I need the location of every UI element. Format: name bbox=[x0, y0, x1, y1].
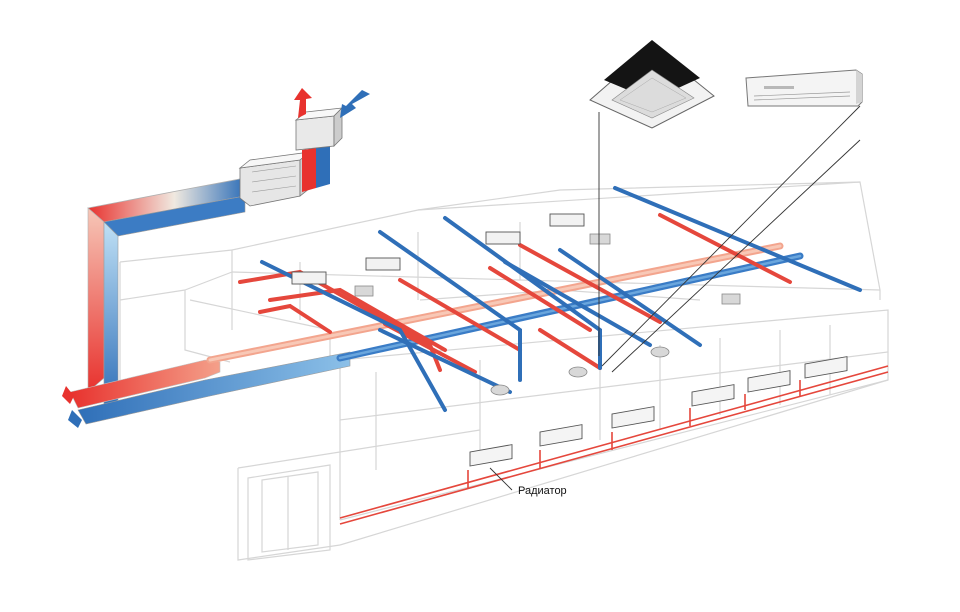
upper-radiators bbox=[291, 213, 585, 285]
exhaust-arrow-icon bbox=[294, 88, 312, 118]
diffuser-nozzle bbox=[490, 384, 510, 396]
radiator-icon bbox=[539, 424, 583, 447]
hot-riser bbox=[87, 207, 105, 393]
ceiling-unit bbox=[721, 293, 741, 305]
air-diffusers bbox=[354, 233, 741, 396]
intake-arrow-icon bbox=[340, 90, 370, 118]
radiator-icon bbox=[804, 356, 848, 379]
radiator-icon bbox=[485, 231, 521, 245]
ceiling-unit bbox=[354, 285, 374, 297]
radiator-icon bbox=[747, 370, 791, 393]
air-handling-unit-icon bbox=[238, 107, 344, 207]
cassette-ac-icon bbox=[589, 40, 715, 129]
diffuser-nozzle bbox=[650, 346, 670, 358]
heating-pipes bbox=[339, 365, 889, 525]
radiator-label: Радиатор bbox=[518, 485, 567, 497]
hot-main-duct bbox=[69, 359, 221, 409]
cold-riser bbox=[103, 221, 119, 409]
leader-lines bbox=[489, 105, 861, 491]
radiator-icon bbox=[291, 271, 327, 285]
building-outline bbox=[119, 181, 889, 561]
ceiling-unit bbox=[589, 233, 611, 245]
diffuser-nozzle bbox=[568, 366, 588, 378]
radiator-icon bbox=[469, 444, 513, 467]
front-radiators bbox=[469, 356, 848, 467]
main-air-ducts bbox=[62, 177, 351, 428]
wall-split-ac-icon bbox=[745, 69, 863, 107]
branch-ducts bbox=[238, 186, 862, 412]
cold-main-duct bbox=[77, 351, 351, 425]
radiator-icon bbox=[611, 406, 655, 429]
radiator-icon bbox=[549, 213, 585, 227]
radiator-icon bbox=[691, 384, 735, 407]
radiator-icon bbox=[365, 257, 401, 271]
